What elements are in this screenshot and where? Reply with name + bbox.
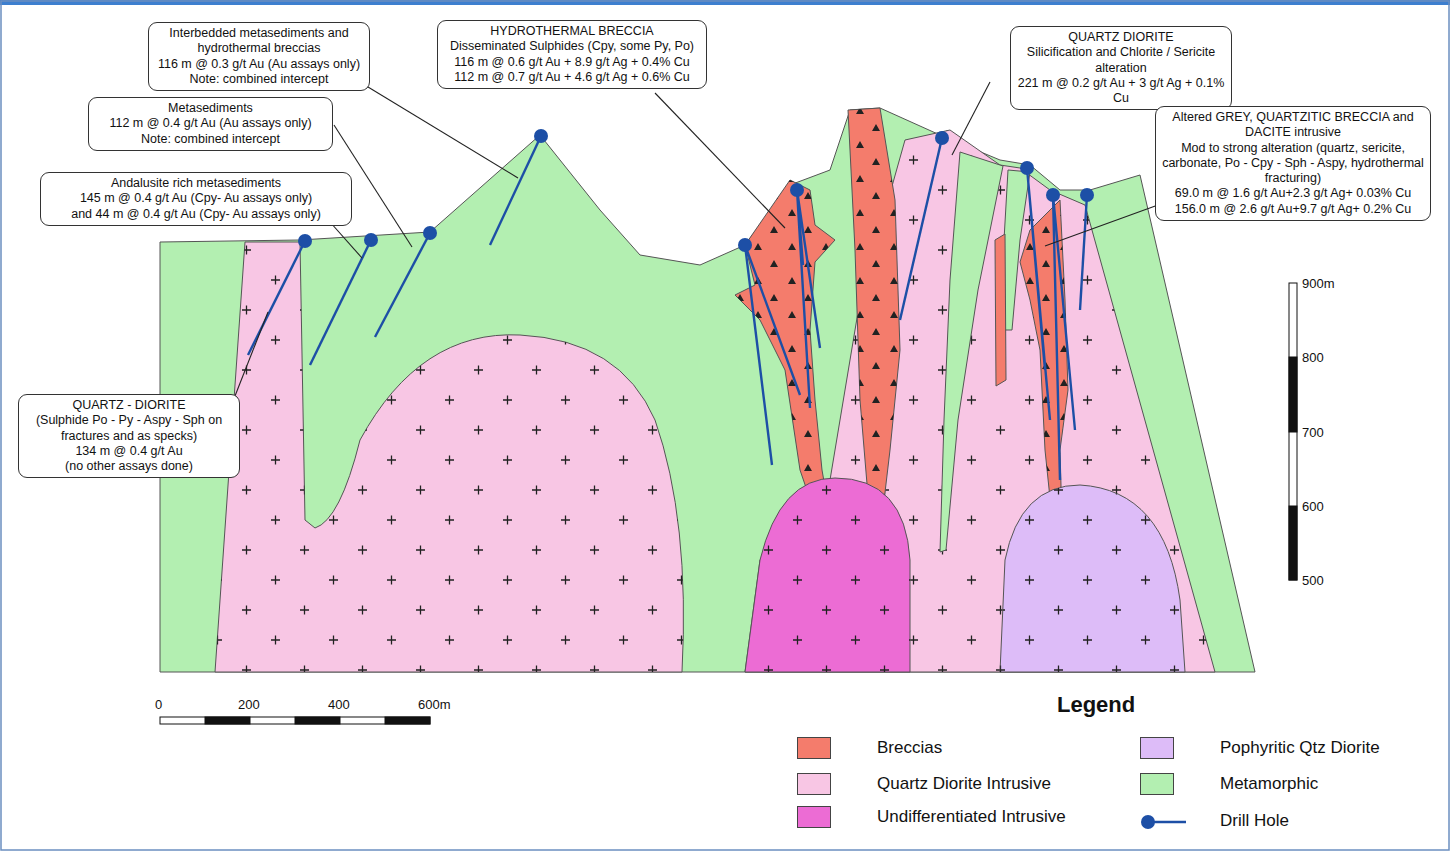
callout-text: Note: combined intercept: [95, 132, 326, 147]
legend-title: Legend: [1057, 692, 1135, 718]
callout-text: Note: combined intercept: [155, 72, 363, 87]
callout-text: 116 m @ 0.3 g/t Au (Au assays only): [155, 57, 363, 72]
callout-text: (no other assays done): [25, 459, 233, 474]
callout-box: HYDROTHERMAL BRECCIADisseminated Sulphid…: [437, 20, 707, 89]
callout-text: Silicification and Chlorite / Sericite a…: [1017, 45, 1225, 76]
legend-swatch: [1140, 737, 1174, 759]
callout-text: Disseminated Sulphides (Cpy, some Py, Po…: [444, 39, 700, 54]
callout-box: QUARTZ DIORITESilicification and Chlorit…: [1010, 26, 1232, 110]
callout-text: Mod to strong alteration (quartz, serici…: [1162, 141, 1424, 187]
callout-heading: Interbedded metasediments and hydrotherm…: [155, 26, 363, 57]
callout-text: (Sulphide Po - Py - Aspy - Sph on fractu…: [25, 413, 233, 444]
callout-text: 116 m @ 0.6 g/t Au + 8.9 g/t Ag + 0.4% C…: [444, 55, 700, 70]
legend-text: Undifferentiated Intrusive: [877, 807, 1066, 827]
legend-swatch: [797, 806, 831, 828]
legend-swatch: [797, 737, 831, 759]
callout-box: Interbedded metasediments and hydrotherm…: [148, 22, 370, 91]
callout-text: 134 m @ 0.4 g/t Au: [25, 444, 233, 459]
callout-box: Altered GREY, QUARTZITIC BRECCIA and DAC…: [1155, 106, 1431, 221]
callout-heading: Altered GREY, QUARTZITIC BRECCIA and DAC…: [1162, 110, 1424, 141]
callout-heading: HYDROTHERMAL BRECCIA: [444, 24, 700, 39]
callout-heading: Andalusite rich metasediments: [47, 176, 345, 191]
callout-heading: Metasediments: [95, 101, 326, 116]
legend-swatch: [797, 773, 831, 795]
callout-box: Andalusite rich metasediments145 m @ 0.4…: [40, 172, 352, 226]
legend-text: Pophyritic Qtz Diorite: [1220, 738, 1380, 758]
scale-label: 900m: [1302, 276, 1335, 291]
callout-heading: QUARTZ DIORITE: [1017, 30, 1225, 45]
legend-swatch: [1140, 773, 1174, 795]
legend-text: Drill Hole: [1220, 811, 1289, 831]
callout-text: 112 m @ 0.4 g/t Au (Au assays only): [95, 116, 326, 131]
callout-box: Metasediments112 m @ 0.4 g/t Au (Au assa…: [88, 97, 333, 151]
callout-text: 112 m @ 0.7 g/t Au + 4.6 g/t Ag + 0.6% C…: [444, 70, 700, 85]
scale-label: 500: [1302, 573, 1324, 588]
callout-text: 69.0 m @ 1.6 g/t Au+2.3 g/t Ag+ 0.03% Cu: [1162, 186, 1424, 201]
scale-label: 200: [238, 697, 260, 712]
scale-label: 400: [328, 697, 350, 712]
callout-box: QUARTZ - DIORITE(Sulphide Po - Py - Aspy…: [18, 394, 240, 478]
scale-label: 600: [1302, 499, 1324, 514]
callout-heading: QUARTZ - DIORITE: [25, 398, 233, 413]
callout-text: 156.0 m @ 2.6 g/t Au+9.7 g/t Ag+ 0.2% Cu: [1162, 202, 1424, 217]
callout-text: and 44 m @ 0.4 g/t Au (Cpy- Au assays on…: [47, 207, 345, 222]
legend-text: Breccias: [877, 738, 942, 758]
scale-label: 0: [155, 697, 162, 712]
legend-text: Metamorphic: [1220, 774, 1318, 794]
callout-text: 145 m @ 0.4 g/t Au (Cpy- Au assays only): [47, 191, 345, 206]
legend-text: Quartz Diorite Intrusive: [877, 774, 1051, 794]
scale-label: 600m: [418, 697, 451, 712]
scale-label: 700: [1302, 425, 1324, 440]
callout-text: 221 m @ 0.2 g/t Au + 3 g/t Ag + 0.1% Cu: [1017, 76, 1225, 107]
scale-label: 800: [1302, 350, 1324, 365]
